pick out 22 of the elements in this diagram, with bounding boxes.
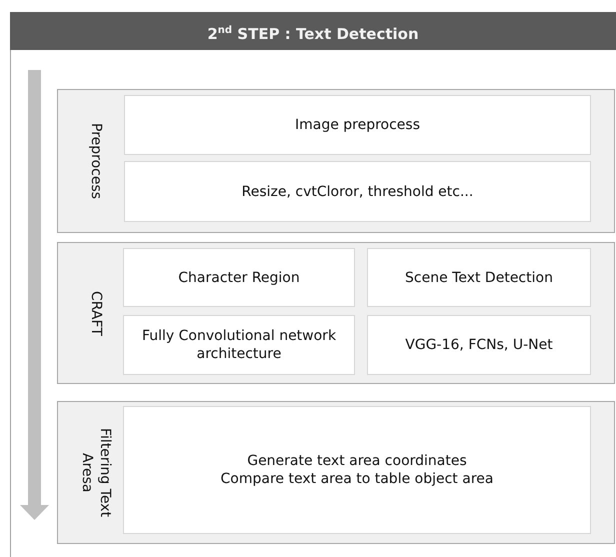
panel-heading: CRAFT xyxy=(87,290,105,338)
process-box xyxy=(123,315,355,375)
box-text: Generate text area coordinates xyxy=(247,452,467,470)
box-text: Character Region xyxy=(178,268,300,286)
process-box xyxy=(123,248,355,307)
process-box xyxy=(123,406,591,534)
group-panel xyxy=(57,242,615,384)
box-text: Image preprocess xyxy=(294,116,420,134)
process-box xyxy=(124,161,591,222)
group-panel xyxy=(57,89,615,233)
box-text: VGG-16, FCNs, U-Net xyxy=(405,336,553,354)
box-text: Compare text area to table object area xyxy=(220,470,494,488)
panel-heading: Filtering Text Aresa xyxy=(78,426,114,520)
diagram-title: 2$^{nd}$ STEP : Text Detection xyxy=(10,12,616,50)
group-panel xyxy=(57,401,615,544)
process-box xyxy=(367,248,591,307)
process-box xyxy=(367,315,591,375)
box-text: Scene Text Detection xyxy=(405,268,553,286)
panel-heading: Preprocess xyxy=(87,122,105,202)
box-text: Fully Convolutional network architecture xyxy=(140,327,338,363)
box-text: Resize, cvtCloror, threshold etc... xyxy=(242,182,474,200)
process-box xyxy=(124,95,591,155)
